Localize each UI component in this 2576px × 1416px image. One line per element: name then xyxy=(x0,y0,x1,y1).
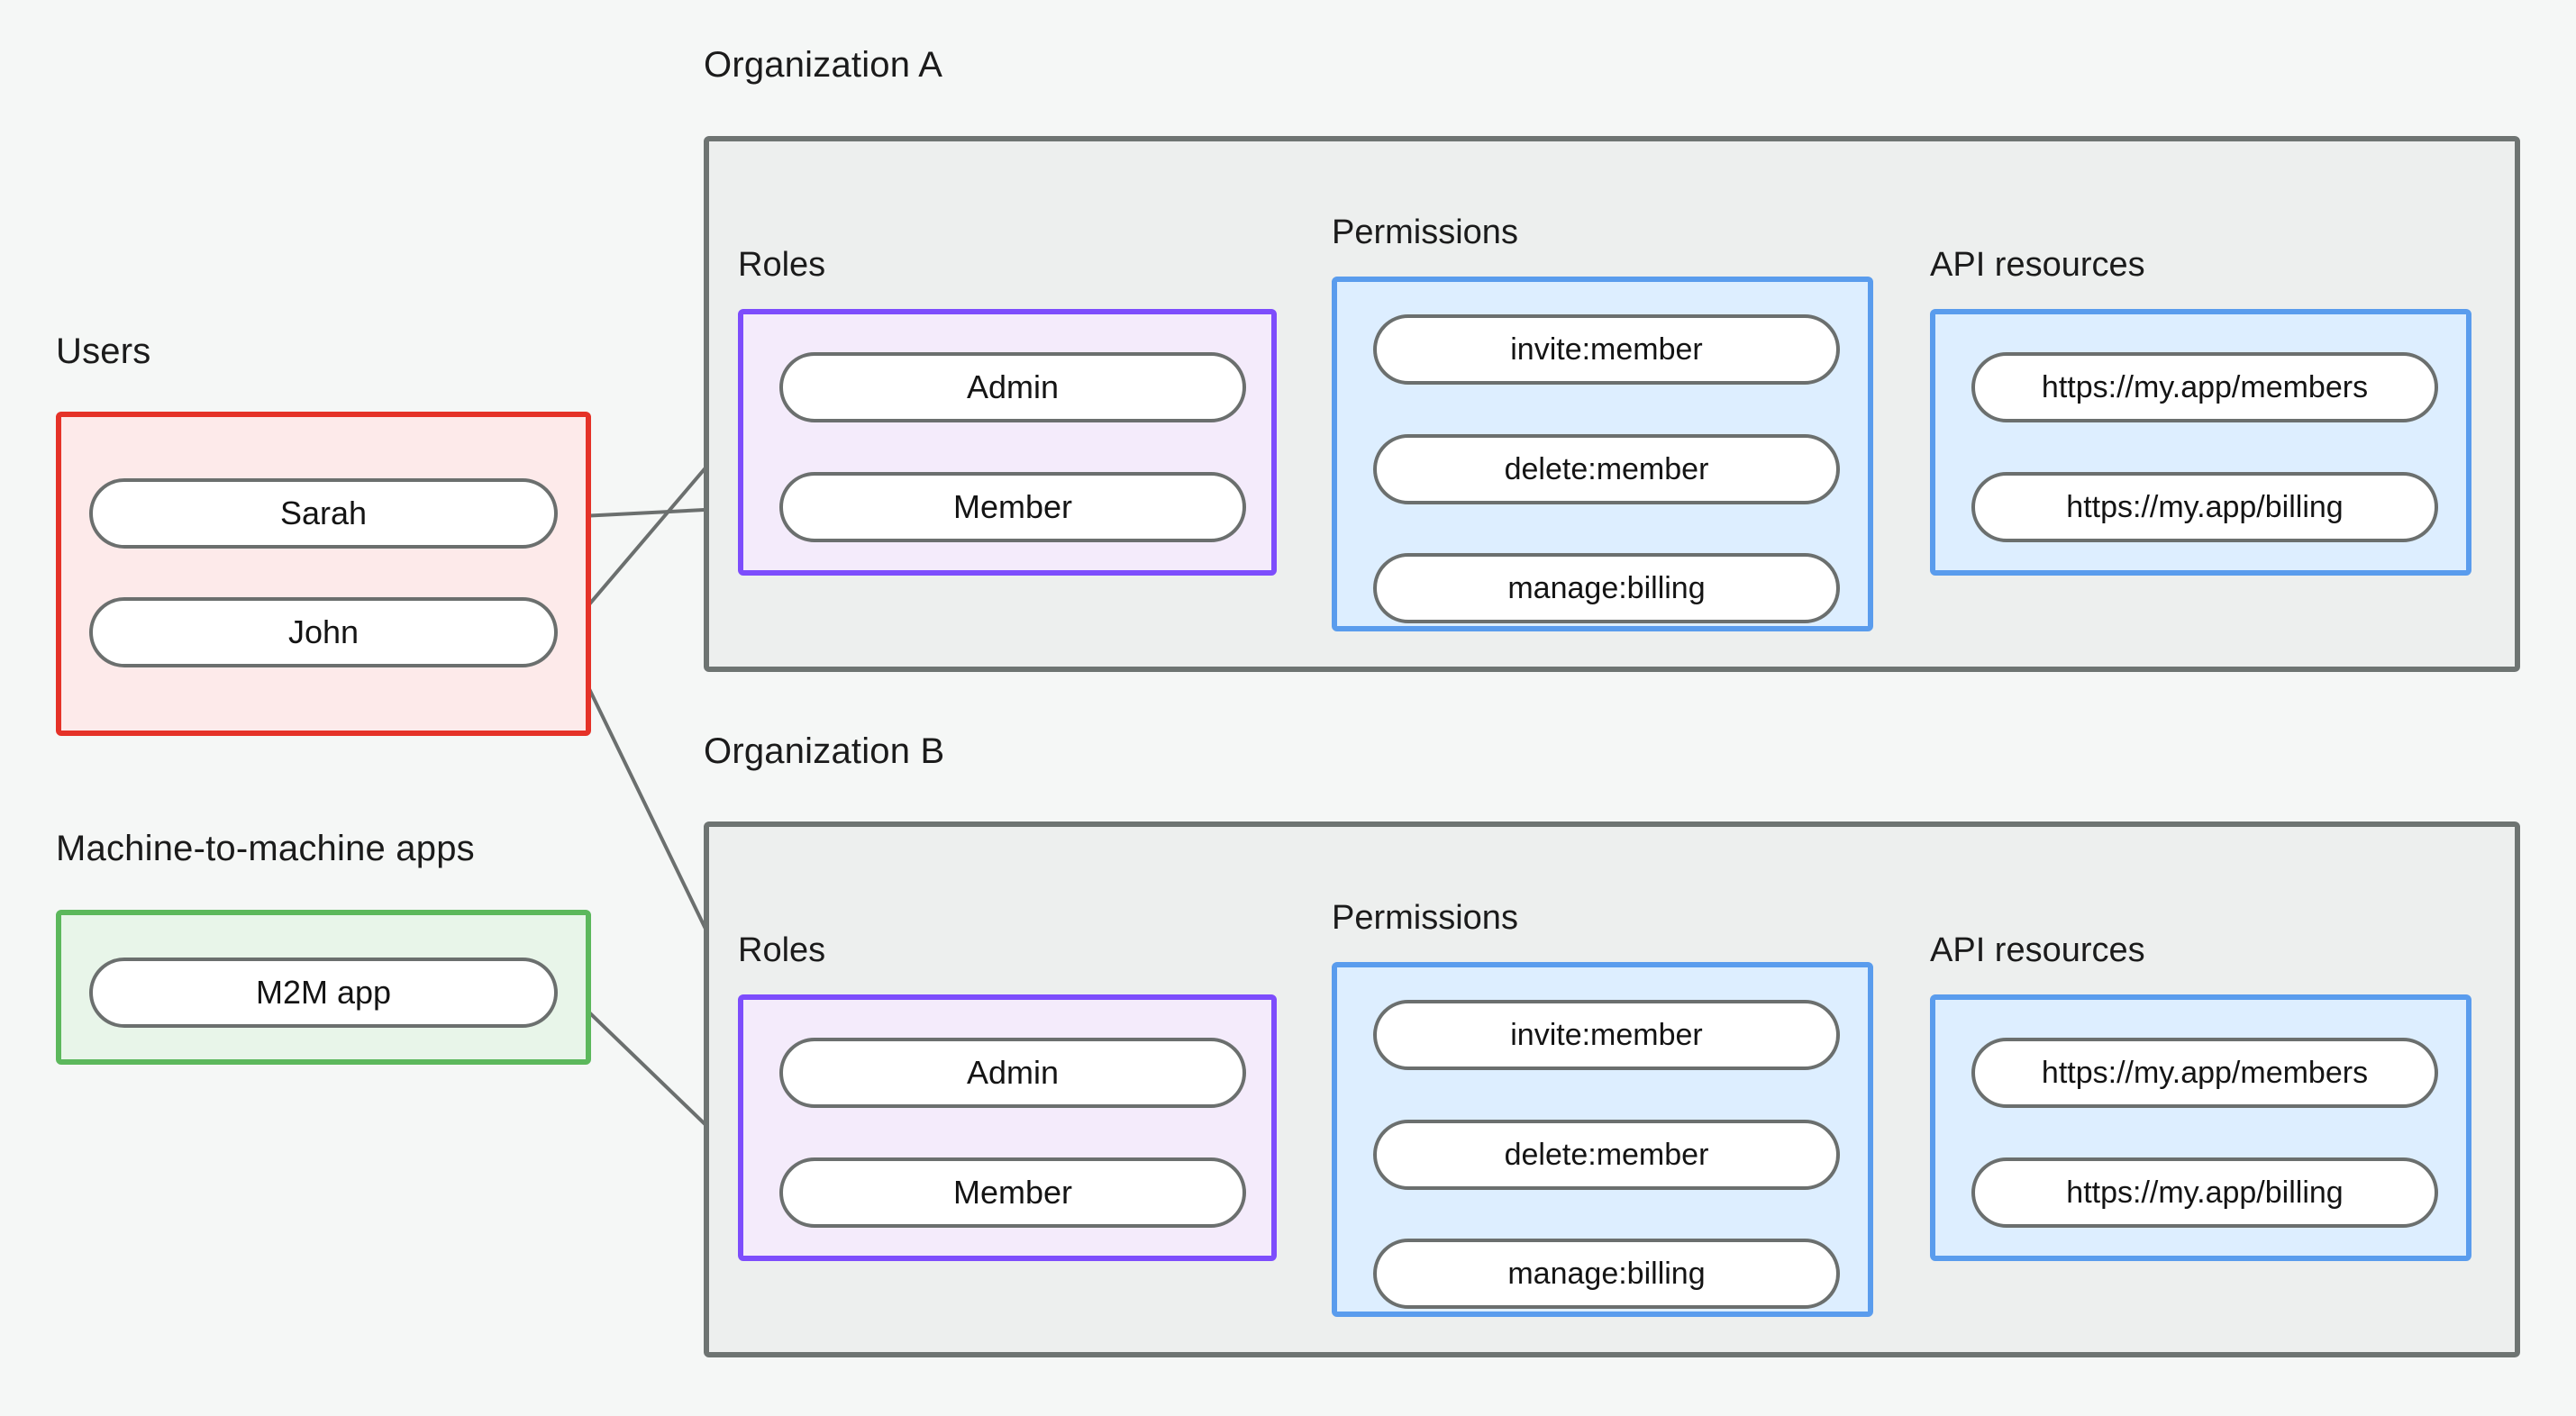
orga-role-member[interactable]: Member xyxy=(779,472,1246,542)
m2m-group-box: M2M app xyxy=(56,910,591,1065)
orgb-roles-label: Roles xyxy=(738,931,826,969)
orgb-role-admin[interactable]: Admin xyxy=(779,1038,1246,1108)
orga-permission-manage-billing[interactable]: manage:billing xyxy=(1373,553,1840,623)
orgb-permission-invite-member[interactable]: invite:member xyxy=(1373,1000,1840,1070)
orgb-roles-box: Admin Member xyxy=(738,994,1277,1261)
orga-permissions-box: invite:member delete:member manage:billi… xyxy=(1332,277,1873,631)
orgb-permissions-box: invite:member delete:member manage:billi… xyxy=(1332,962,1873,1317)
m2m-group-label: Machine-to-machine apps xyxy=(56,829,475,868)
orgb-api-resource-billing[interactable]: https://my.app/billing xyxy=(1971,1157,2438,1228)
orga-permissions-label: Permissions xyxy=(1332,213,1518,251)
orga-roles-label: Roles xyxy=(738,246,826,284)
orga-api-resources-label: API resources xyxy=(1930,246,2145,284)
orga-api-resources-box: https://my.app/members https://my.app/bi… xyxy=(1930,309,2471,576)
orga-api-resource-members[interactable]: https://my.app/members xyxy=(1971,352,2438,422)
orgb-api-resources-label: API resources xyxy=(1930,931,2145,969)
orgb-api-resources-box: https://my.app/members https://my.app/bi… xyxy=(1930,994,2471,1261)
user-node-john[interactable]: John xyxy=(89,597,558,667)
organization-b-box: Roles Admin Member Permissions invite:me… xyxy=(704,821,2520,1357)
m2m-node-app[interactable]: M2M app xyxy=(89,958,558,1028)
orgb-permissions-label: Permissions xyxy=(1332,899,1518,937)
organization-a-box: Roles Admin Member Permissions invite:me… xyxy=(704,136,2520,672)
user-node-sarah[interactable]: Sarah xyxy=(89,478,558,549)
orga-roles-box: Admin Member xyxy=(738,309,1277,576)
orga-api-resource-billing[interactable]: https://my.app/billing xyxy=(1971,472,2438,542)
orga-permission-delete-member[interactable]: delete:member xyxy=(1373,434,1840,504)
orga-role-admin[interactable]: Admin xyxy=(779,352,1246,422)
organization-b-label: Organization B xyxy=(704,731,945,771)
users-group-label: Users xyxy=(56,331,151,371)
orgb-role-member[interactable]: Member xyxy=(779,1157,1246,1228)
users-group-box: Sarah John xyxy=(56,412,591,736)
orga-permission-invite-member[interactable]: invite:member xyxy=(1373,314,1840,385)
orgb-api-resource-members[interactable]: https://my.app/members xyxy=(1971,1038,2438,1108)
orgb-permission-delete-member[interactable]: delete:member xyxy=(1373,1120,1840,1190)
organization-a-label: Organization A xyxy=(704,45,943,85)
orgb-permission-manage-billing[interactable]: manage:billing xyxy=(1373,1239,1840,1309)
